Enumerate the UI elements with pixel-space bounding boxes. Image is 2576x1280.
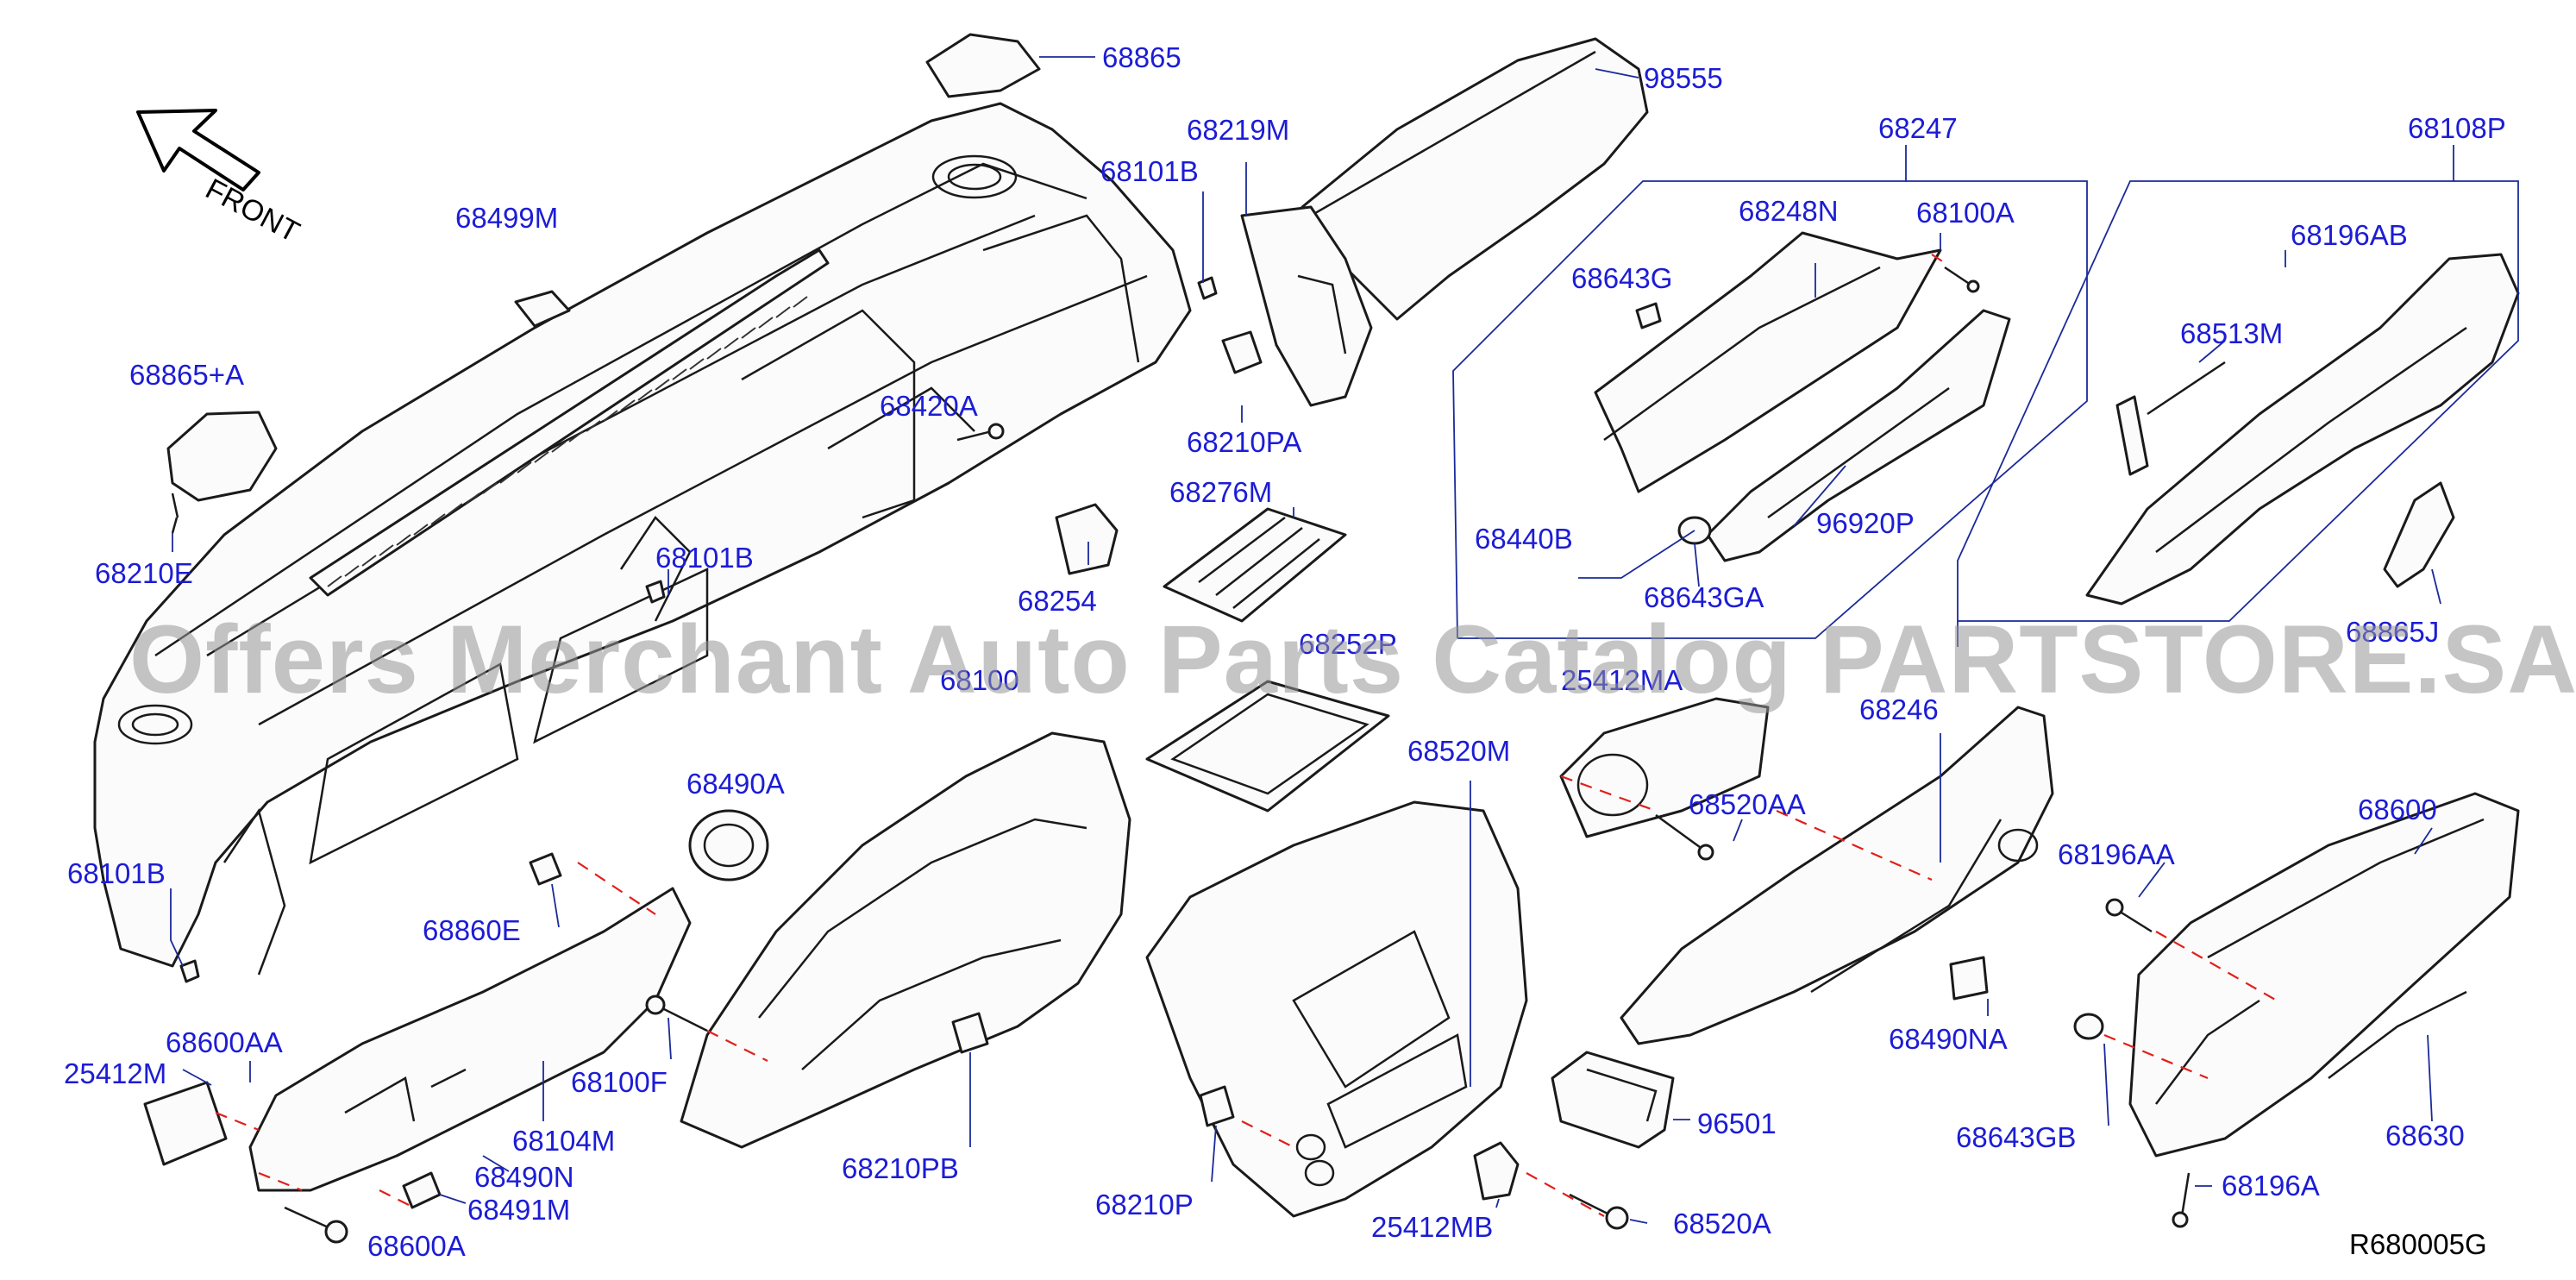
reference-code: R680005G xyxy=(2349,1228,2487,1260)
part-68219M xyxy=(1240,205,1373,407)
part-68100 xyxy=(680,731,1131,1149)
label-68643GB: 68643GB xyxy=(1956,1121,2077,1153)
part-68630 xyxy=(2328,990,2467,1079)
part-68196AA xyxy=(2105,898,2153,933)
label-68865A: 68865+A xyxy=(129,359,245,391)
label-68520A: 68520A xyxy=(1673,1208,1771,1239)
part-68104M xyxy=(248,887,692,1192)
assembly-axes xyxy=(215,254,2278,1217)
label-68643GA: 68643GA xyxy=(1644,581,1764,613)
part-68246 xyxy=(1620,706,2054,1045)
part-68643GB xyxy=(2073,1013,2104,1040)
part-68499M xyxy=(514,290,571,328)
label-68491M: 68491M xyxy=(467,1194,571,1226)
label-68210P: 68210P xyxy=(1095,1189,1194,1220)
part-25412MA xyxy=(1559,697,1770,838)
part-68101B xyxy=(179,276,1218,983)
part-68491M xyxy=(402,1171,442,1209)
part-68490A xyxy=(688,809,769,882)
watermark: Offers Merchant Auto Parts Catalog PARTS… xyxy=(129,605,2576,713)
instrument-panel xyxy=(93,102,1192,976)
part-68520A xyxy=(1569,1193,1629,1230)
part-68643G xyxy=(1635,302,1662,329)
part-68210PA xyxy=(1221,330,1263,374)
leader-lines xyxy=(170,56,2519,1224)
part-68247 xyxy=(1594,231,2011,562)
label-68196AA: 68196AA xyxy=(2058,838,2175,870)
label-68254: 68254 xyxy=(1018,585,1097,617)
label-68196AB: 68196AB xyxy=(2291,219,2408,251)
part-68210PB xyxy=(951,1012,989,1054)
label-68104M: 68104M xyxy=(512,1125,616,1157)
label-68643G: 68643G xyxy=(1571,262,1673,294)
part-68520AA xyxy=(1655,813,1714,861)
label-68490N: 68490N xyxy=(474,1161,574,1193)
part-68420A xyxy=(956,423,1005,442)
label-68100F: 68100F xyxy=(571,1066,668,1098)
part-96501 xyxy=(1551,1051,1675,1149)
label-68865J: 68865J xyxy=(2346,616,2440,648)
part-68100F xyxy=(645,995,708,1032)
label-68247: 68247 xyxy=(1878,112,1958,144)
label-68520AA: 68520AA xyxy=(1689,788,1806,820)
part-68490NA xyxy=(1949,956,1989,1001)
label-96920P: 96920P xyxy=(1816,507,1915,539)
part-68860E xyxy=(529,852,562,886)
part-68600 xyxy=(2128,792,2520,1158)
part-25412M xyxy=(143,1081,228,1166)
part-68600A xyxy=(284,1206,348,1244)
defroster-grille xyxy=(309,248,830,597)
part-68210P xyxy=(1199,1085,1235,1127)
part-68865A xyxy=(166,411,278,534)
part-68252P xyxy=(1145,680,1390,813)
label-25412MA: 25412MA xyxy=(1561,664,1683,696)
label-68860E: 68860E xyxy=(423,914,521,946)
label-68219M: 68219M xyxy=(1187,114,1290,146)
part-68254 xyxy=(1055,503,1119,575)
part-68520M xyxy=(1145,800,1528,1218)
label-68210PB: 68210PB xyxy=(842,1152,959,1184)
label-68101B-mid: 68101B xyxy=(655,542,754,574)
part-68100A xyxy=(1944,266,1980,293)
label-68101B-top: 68101B xyxy=(1100,155,1199,187)
label-68252P: 68252P xyxy=(1299,628,1397,660)
part-68196A xyxy=(2172,1172,2191,1228)
label-68513M: 68513M xyxy=(2180,317,2284,349)
label-68630: 68630 xyxy=(2385,1120,2465,1151)
label-68196A: 68196A xyxy=(2222,1170,2320,1202)
label-68101B-low: 68101B xyxy=(67,857,166,889)
label-68420A: 68420A xyxy=(880,390,978,422)
part-68276M xyxy=(1163,507,1347,623)
label-98555: 98555 xyxy=(1644,62,1723,94)
label-68499M: 68499M xyxy=(455,202,559,234)
part-98555 xyxy=(1301,37,1649,321)
label-68276M: 68276M xyxy=(1169,476,1273,508)
label-68100: 68100 xyxy=(940,664,1019,696)
label-68246: 68246 xyxy=(1859,693,1939,725)
label-68100A: 68100A xyxy=(1916,197,2015,229)
label-68490NA: 68490NA xyxy=(1889,1023,2008,1055)
label-68600AA: 68600AA xyxy=(166,1026,283,1058)
part-68513M xyxy=(2115,361,2226,476)
label-68248N: 68248N xyxy=(1739,195,1839,227)
label-96501: 96501 xyxy=(1697,1107,1777,1139)
label-68600A: 68600A xyxy=(367,1230,466,1262)
label-68210PA: 68210PA xyxy=(1187,426,1302,458)
label-68210E: 68210E xyxy=(95,557,193,589)
label-68108P: 68108P xyxy=(2408,112,2506,144)
part-68865 xyxy=(925,33,1041,98)
label-68440B: 68440B xyxy=(1475,523,1573,555)
label-68600: 68600 xyxy=(2358,794,2437,825)
part-68108P xyxy=(2085,253,2520,605)
part-25412MB xyxy=(1473,1141,1520,1201)
part-68865J xyxy=(2383,481,2455,588)
label-25412M: 25412M xyxy=(64,1057,167,1089)
label-68865: 68865 xyxy=(1102,41,1181,73)
front-arrow-icon xyxy=(136,109,260,191)
label-68520M: 68520M xyxy=(1407,735,1511,767)
label-25412MB: 25412MB xyxy=(1371,1211,1494,1243)
label-68490A: 68490A xyxy=(686,768,785,800)
